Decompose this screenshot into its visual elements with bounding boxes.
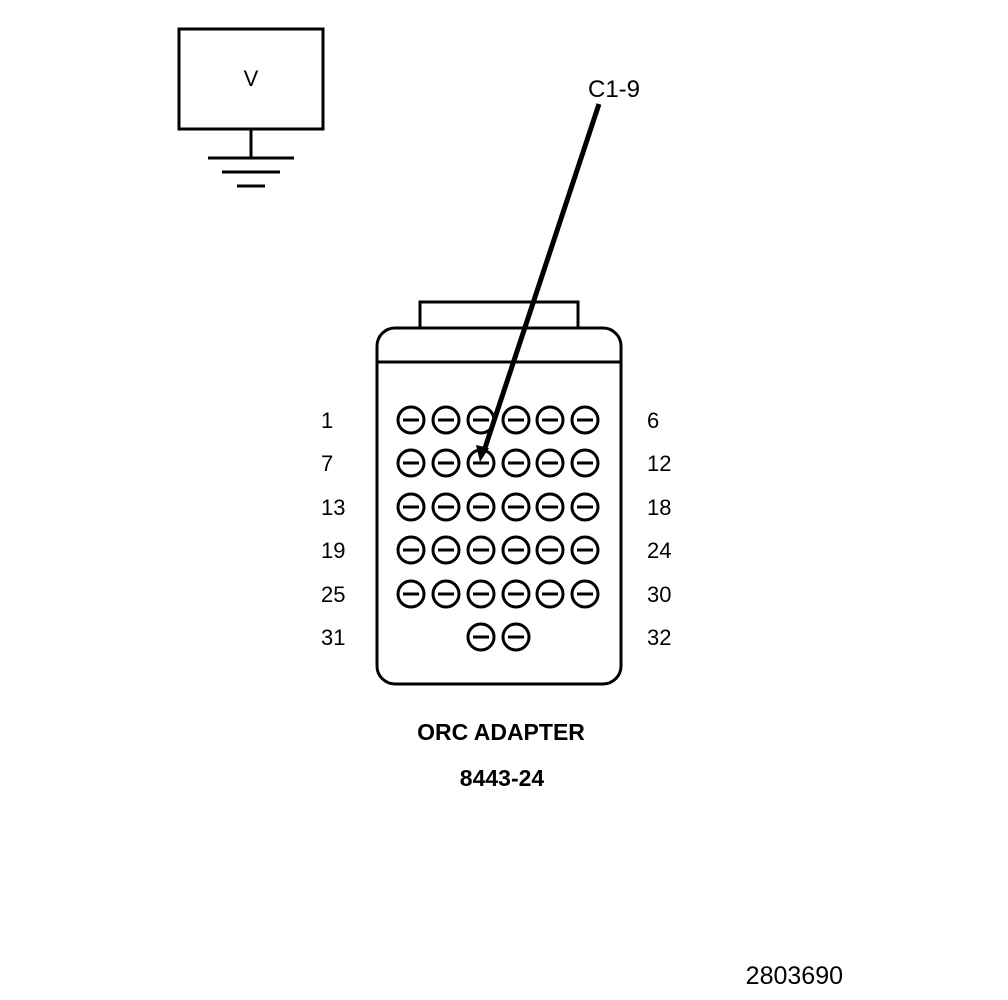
voltmeter-icon [177, 27, 325, 131]
pin-31 [466, 622, 496, 652]
figure-id: 2803690 [746, 962, 843, 990]
voltmeter: V [177, 27, 325, 131]
pin-6 [570, 405, 600, 435]
row-label-left: 13 [321, 495, 345, 520]
connector-pins [396, 405, 600, 652]
pin-23 [535, 535, 565, 565]
voltmeter-label: V [244, 66, 259, 91]
pin-25 [396, 579, 426, 609]
pin-1 [396, 405, 426, 435]
probe-arrowhead-icon [476, 445, 489, 462]
pin-20 [431, 535, 461, 565]
pin-7 [396, 448, 426, 478]
pin-29 [535, 579, 565, 609]
pin-32 [501, 622, 531, 652]
pin-27 [466, 579, 496, 609]
pin-30 [570, 579, 600, 609]
adapter-title: ORC ADAPTER [417, 719, 585, 745]
row-label-left: 7 [321, 451, 333, 476]
row-label-right: 24 [647, 538, 671, 563]
pin-21 [466, 535, 496, 565]
row-label-left: 31 [321, 625, 345, 650]
pin-24 [570, 535, 600, 565]
pin-4 [501, 405, 531, 435]
row-label-right: 6 [647, 408, 659, 433]
pin-10 [501, 448, 531, 478]
pin-28 [501, 579, 531, 609]
row-label-right: 32 [647, 625, 671, 650]
pin-8 [431, 448, 461, 478]
pin-16 [501, 492, 531, 522]
row-label-right: 30 [647, 582, 671, 607]
pin-9 [466, 448, 496, 478]
pin-22 [501, 535, 531, 565]
pin-13 [396, 492, 426, 522]
orc-adapter-connector [375, 300, 623, 686]
row-label-right: 12 [647, 451, 671, 476]
pin-2 [431, 405, 461, 435]
ground-symbol-icon [208, 129, 294, 188]
probe-wire [481, 103, 602, 452]
probe-label: C1-9 [588, 76, 640, 103]
pin-26 [431, 579, 461, 609]
probe-lead: C1-9 [476, 76, 640, 462]
pin-12 [570, 448, 600, 478]
pin-11 [535, 448, 565, 478]
connector-housing [375, 326, 623, 686]
pin-15 [466, 492, 496, 522]
connector-latch-tab [418, 300, 580, 328]
adapter-part-number: 8443-24 [460, 765, 545, 791]
row-label-left: 25 [321, 582, 345, 607]
row-label-left: 1 [321, 408, 333, 433]
pin-17 [535, 492, 565, 522]
row-label-left: 19 [321, 538, 345, 563]
row-label-right: 18 [647, 495, 671, 520]
pin-19 [396, 535, 426, 565]
pin-row-labels: 1 6 7 12 13 18 19 24 25 30 31 32 [321, 408, 671, 650]
pin-14 [431, 492, 461, 522]
pin-18 [570, 492, 600, 522]
pin-5 [535, 405, 565, 435]
